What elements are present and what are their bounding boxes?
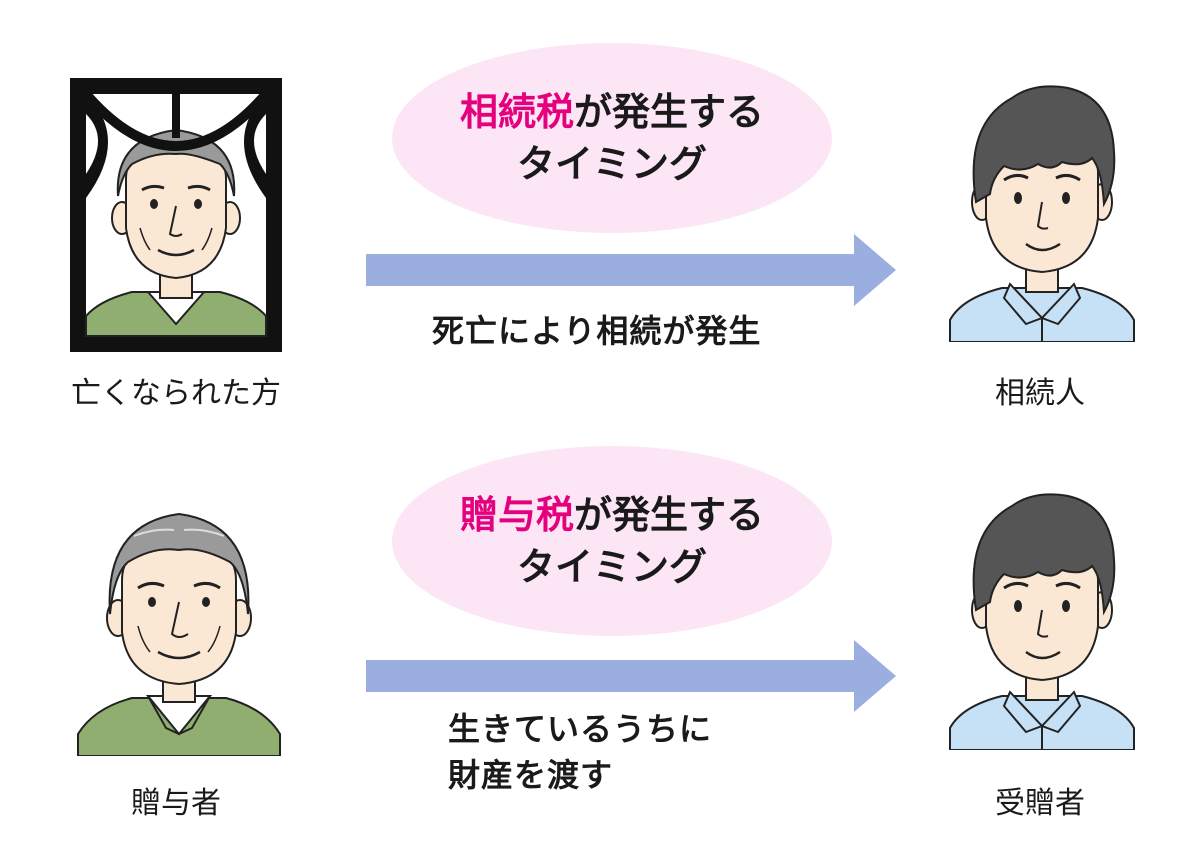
bubble-timing-text: タイミング xyxy=(516,142,707,186)
inheritance-tax-term: 相続税 xyxy=(459,90,574,134)
deceased-label: 亡くなられた方 xyxy=(71,376,281,411)
bubble-rest-text: が発生する xyxy=(574,90,765,134)
death-caption: 死亡により相続が発生 xyxy=(432,312,762,350)
gift-tax-bubble: 贈与税が発生する タイミング xyxy=(392,446,832,636)
memorial-portrait-icon xyxy=(70,78,282,352)
bubble-timing-text: タイミング xyxy=(516,545,707,589)
right-arrow-icon xyxy=(366,640,896,712)
young-man-icon xyxy=(949,85,1135,342)
heir-label: 相続人 xyxy=(995,376,1085,411)
elderly-man-icon xyxy=(77,512,281,756)
recipient-label: 受贈者 xyxy=(995,786,1085,821)
gift-tax-term: 贈与税 xyxy=(459,493,574,537)
gift-caption-line2: 財産を渡す xyxy=(448,756,614,794)
right-arrow-icon xyxy=(366,234,896,306)
gift-caption-line1: 生きているうちに xyxy=(448,710,713,748)
bubble-rest-text: が発生する xyxy=(574,493,765,537)
giver-label: 贈与者 xyxy=(131,786,221,821)
inheritance-tax-bubble: 相続税が発生する タイミング xyxy=(392,43,832,233)
young-man-icon xyxy=(949,493,1135,750)
